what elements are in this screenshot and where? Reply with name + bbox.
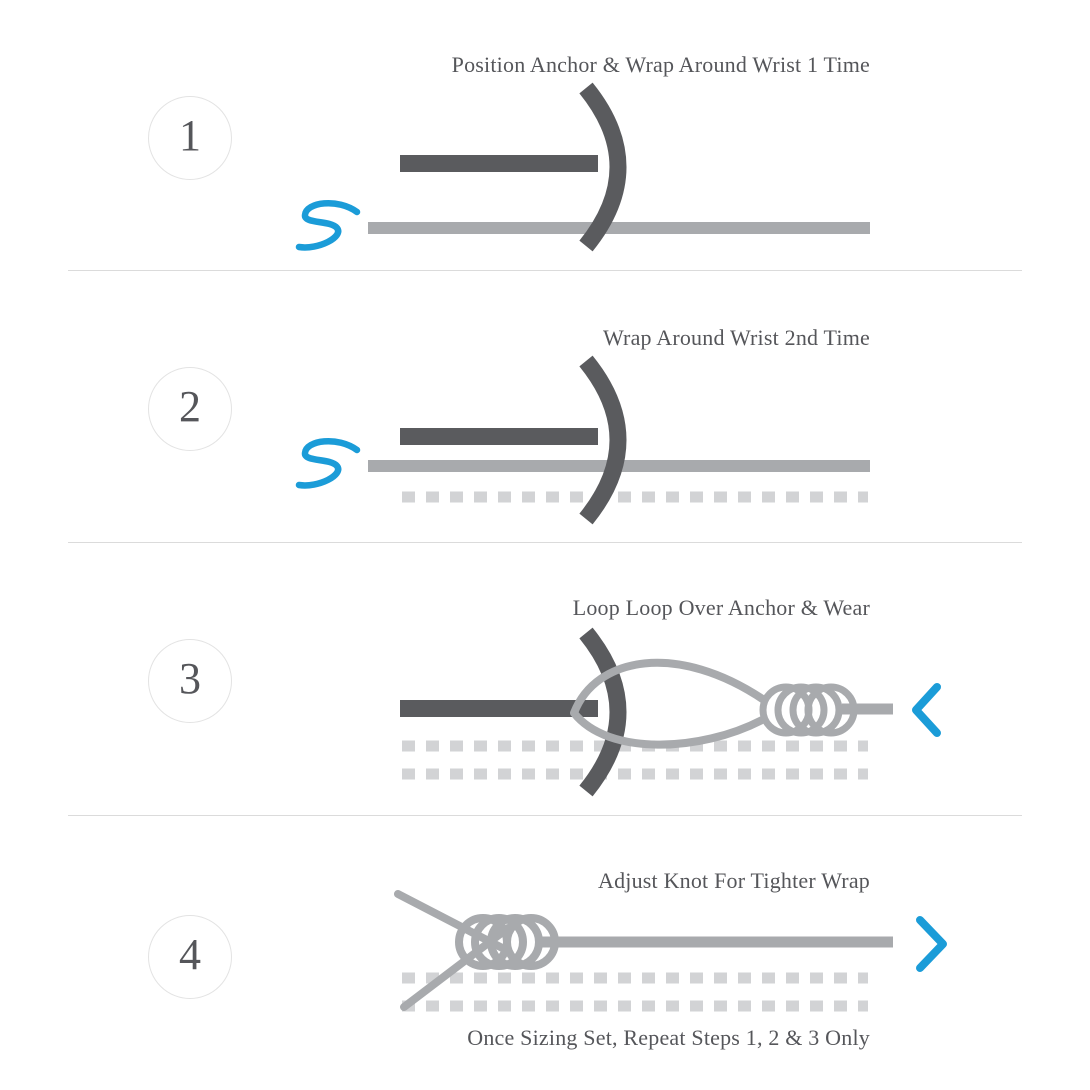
step-1-diagram	[295, 82, 870, 252]
chevron-right-icon	[916, 916, 947, 972]
loop-icon	[570, 658, 768, 749]
coil-ring	[789, 683, 843, 737]
coil-knot-icon	[455, 914, 559, 970]
step-3-title: Loop Loop Over Anchor & Wear	[572, 595, 870, 620]
step-3-number: 3	[179, 654, 201, 703]
coil-ring	[487, 914, 543, 970]
step-2-number: 2	[179, 382, 201, 431]
step-2-diagram	[295, 355, 870, 525]
step-2-title: Wrap Around Wrist 2nd Time	[602, 325, 870, 350]
anchor-icon	[400, 82, 627, 252]
step-4-title: Adjust Knot For Tighter Wrap	[598, 868, 870, 893]
anchor-arc	[579, 82, 627, 252]
wrist-strap-line	[368, 222, 870, 234]
anchor-bar	[400, 155, 598, 172]
step-4-badge: 4	[148, 915, 232, 999]
step-2-badge: 2	[148, 367, 232, 451]
squiggle-arrow-icon	[295, 199, 361, 251]
coil-ring	[804, 683, 858, 737]
step-4-diagram	[394, 890, 947, 1012]
coil-ring	[774, 683, 828, 737]
divider	[68, 542, 1022, 543]
coil-ring	[503, 914, 559, 970]
divider	[68, 270, 1022, 271]
anchor-arc	[579, 355, 627, 525]
divider	[68, 815, 1022, 816]
step-1-title: Position Anchor & Wrap Around Wrist 1 Ti…	[451, 52, 870, 77]
chevron-left-icon	[912, 683, 941, 737]
anchor-arc	[579, 627, 627, 797]
step-3-diagram	[400, 627, 941, 797]
step-3-badge: 3	[148, 639, 232, 723]
step-4-number: 4	[179, 930, 201, 979]
footer-note: Once Sizing Set, Repeat Steps 1, 2 & 3 O…	[467, 1025, 870, 1050]
step-1-badge: 1	[148, 96, 232, 180]
coil-ring	[471, 914, 527, 970]
anchor-bar	[400, 428, 598, 445]
coil-knot-icon	[759, 683, 858, 737]
squiggle-arrow-icon	[295, 437, 361, 489]
anchor-icon	[400, 627, 627, 797]
anchor-bar	[400, 700, 598, 717]
step-1-number: 1	[179, 111, 201, 160]
anchor-icon	[400, 355, 627, 525]
